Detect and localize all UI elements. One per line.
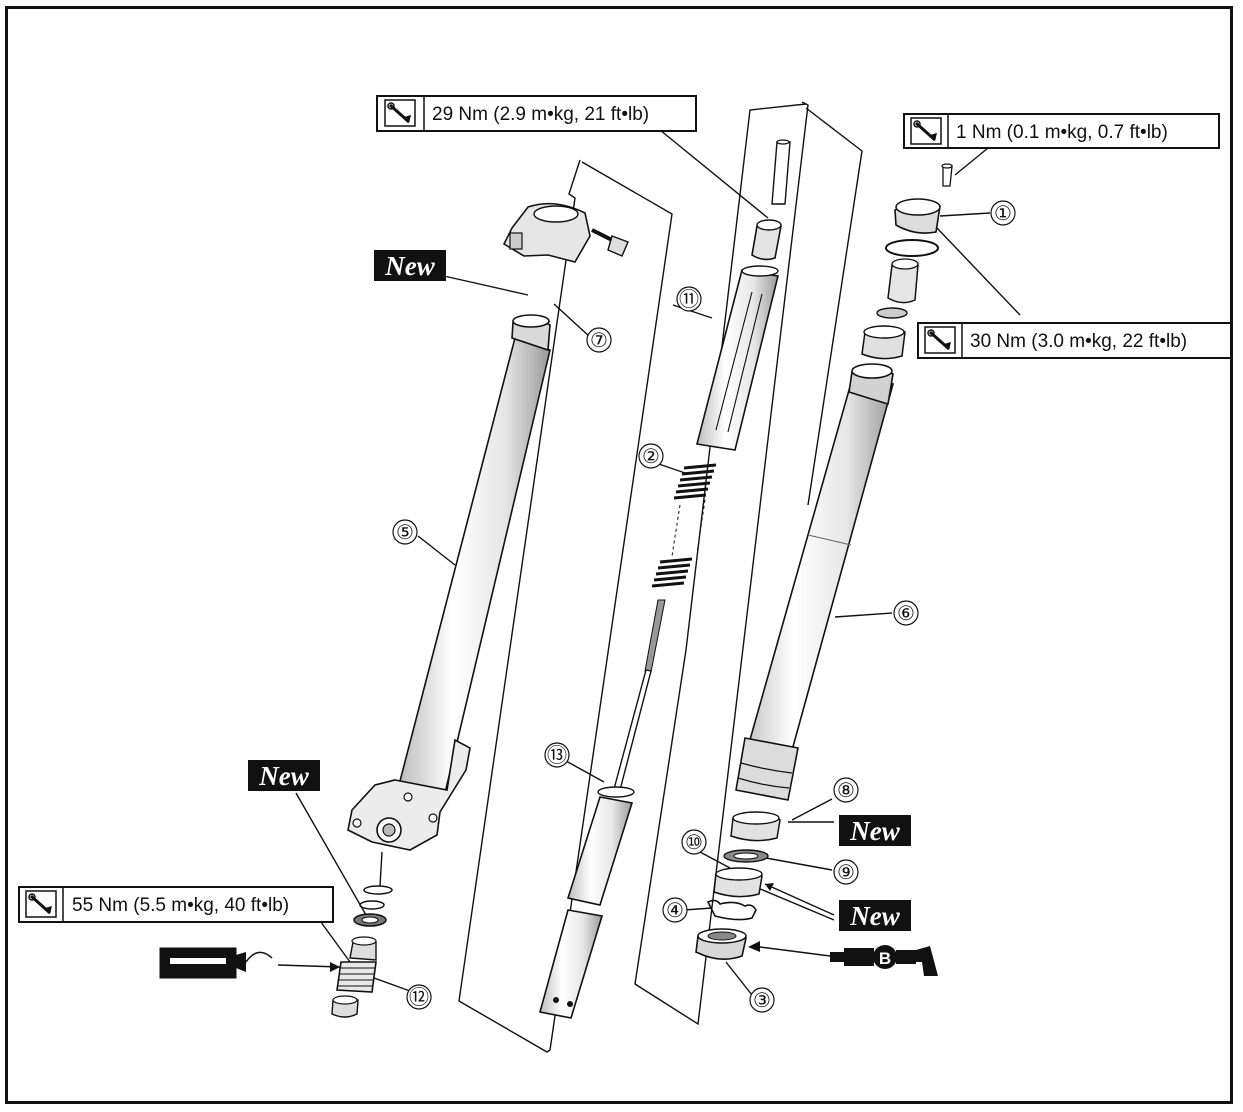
torque-box-1: 29 Nm (2.9 m•kg, 21 ft•lb) (376, 95, 697, 132)
callout-10: ⑩ (685, 832, 703, 854)
thread-locker-icon (159, 947, 273, 979)
damper-rod (538, 599, 666, 1019)
diagram-frame (5, 6, 1233, 1104)
callout-8: ⑧ (837, 780, 855, 802)
callout-9: ⑨ (837, 862, 855, 884)
grease-symbol-label: B (879, 949, 891, 968)
new-label-text: New (849, 901, 900, 931)
wrench-icon (24, 889, 58, 919)
callout-7: ⑦ (590, 330, 608, 352)
inner-tube (735, 363, 894, 801)
wrench-icon (383, 98, 417, 128)
callout-3: ③ (753, 990, 771, 1012)
grease-gun-icon: B (830, 945, 938, 976)
fork-clamp (502, 202, 629, 263)
callout-4: ④ (666, 900, 684, 922)
callout-2: ② (642, 446, 660, 468)
new-label-4: New (839, 900, 911, 931)
wrench-icon (923, 325, 957, 355)
callout-13: ⑬ (547, 744, 567, 767)
cap-bolt-assembly (861, 163, 953, 360)
torque-spec-text: 30 Nm (3.0 m•kg, 22 ft•lb) (970, 331, 1187, 352)
new-label-text: New (849, 816, 900, 846)
torque-box-2: 1 Nm (0.1 m•kg, 0.7 ft•lb) (903, 113, 1220, 149)
outer-tube (347, 314, 551, 851)
torque-spec-text: 1 Nm (0.1 m•kg, 0.7 ft•lb) (956, 122, 1168, 143)
callout-1: ① (994, 203, 1012, 225)
new-label-2: New (248, 760, 320, 791)
new-label-1: New (374, 250, 446, 281)
torque-spec-text: 55 Nm (5.5 m•kg, 40 ft•lb) (72, 895, 289, 916)
callout-numbers: ① ② ③ ④ ⑤ ⑥ ⑦ ⑧ ⑨ ⑩ ⑪ ⑫ ⑬ (392, 200, 1016, 1013)
callout-6: ⑥ (897, 603, 915, 625)
wrench-icon (909, 116, 943, 146)
callout-12: ⑫ (409, 986, 429, 1009)
torque-box-3: 30 Nm (3.0 m•kg, 22 ft•lb) (917, 322, 1232, 359)
new-label-text: New (258, 761, 309, 791)
new-label-text: New (384, 251, 435, 281)
fork-spring (651, 463, 717, 588)
base-valve-stack (331, 885, 393, 1018)
seal-stack (695, 811, 781, 960)
callout-5: ⑤ (396, 522, 414, 544)
bracket-lines (458, 101, 863, 1053)
torque-spec-text: 29 Nm (2.9 m•kg, 21 ft•lb) (432, 104, 649, 125)
arrowheads (330, 883, 831, 972)
torque-box-4: 55 Nm (5.5 m•kg, 40 ft•lb) (18, 886, 334, 923)
callout-11: ⑪ (679, 288, 699, 311)
new-label-3: New (839, 815, 911, 846)
upper-center-parts (696, 139, 791, 451)
